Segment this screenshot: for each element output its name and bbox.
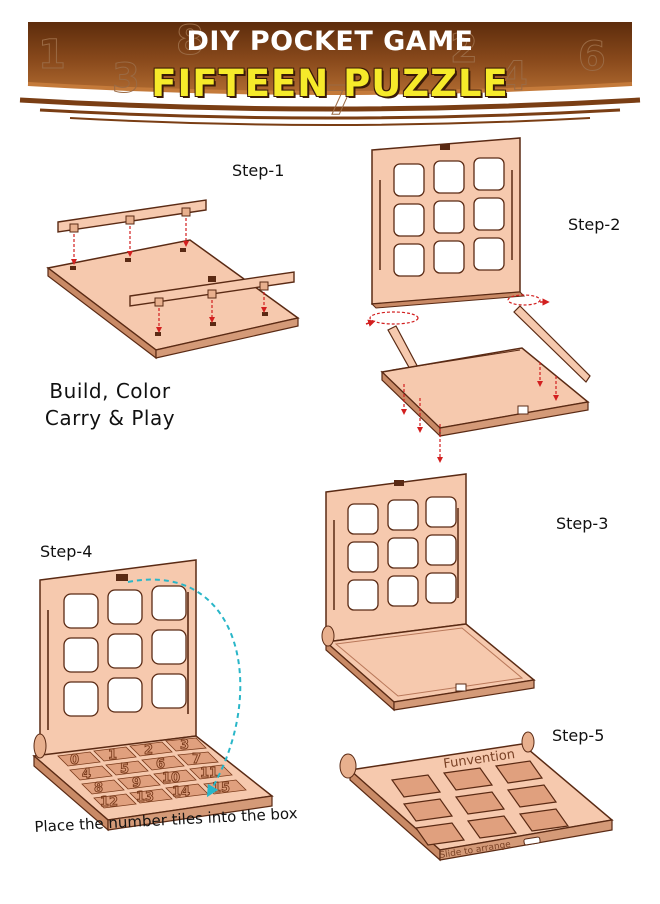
step5-windows (390, 760, 570, 846)
step4-tile-windows (63, 585, 187, 717)
svg-text:4: 4 (82, 767, 91, 782)
step2-illustration (365, 137, 591, 463)
number-tile: 0 (57, 751, 101, 768)
number-tile: 8 (81, 779, 125, 796)
number-tile: 13 (129, 788, 173, 805)
step3-label: Step-3 (556, 514, 609, 533)
number-tile: 1 (93, 746, 137, 763)
header-bg-digit: 1 (38, 32, 66, 78)
step3-tile-windows (347, 496, 457, 611)
header-bg-digit: 3 (112, 56, 140, 102)
number-tile: 14 (165, 783, 209, 800)
svg-text:9: 9 (132, 776, 141, 791)
svg-text:0: 0 (70, 753, 79, 768)
step1-label: Step-1 (232, 161, 285, 180)
svg-text:5: 5 (120, 762, 129, 777)
svg-text:12: 12 (100, 795, 118, 810)
svg-text:14: 14 (172, 785, 190, 800)
number-tile: 2 (129, 741, 173, 758)
header-bg-digit: 6 (578, 34, 606, 80)
step3-illustration (321, 473, 536, 712)
number-tile: 9 (117, 774, 161, 791)
number-tile: 4 (69, 765, 113, 782)
tagline: Build, Color Carry & Play (20, 378, 200, 432)
svg-text:10: 10 (162, 771, 180, 786)
number-tile: 3 (165, 738, 207, 753)
step2-tile-windows (393, 157, 505, 277)
svg-text:3: 3 (180, 738, 189, 753)
step4-label: Step-4 (40, 542, 93, 561)
step4-illustration: 0 1 2 3 4 5 6 7 8 9 10 11 12 13 14 15 (32, 559, 274, 832)
step2-label: Step-2 (568, 215, 621, 234)
tagline-line2: Carry & Play (44, 406, 176, 430)
header-title-line1: DIY POCKET GAME (186, 26, 474, 57)
svg-text:6: 6 (156, 757, 165, 772)
step5-illustration: Funvention Slide to arrange (339, 731, 614, 862)
header-bg-digit: 7 (326, 78, 354, 124)
number-tile: 6 (141, 755, 185, 772)
svg-text:1: 1 (108, 748, 117, 763)
number-tile: 12 (93, 793, 137, 810)
svg-text:7: 7 (192, 752, 201, 767)
header-bg-digit: 2 (450, 26, 478, 72)
step1-illustration (46, 199, 300, 360)
number-tile: 7 (177, 752, 219, 767)
header-title-line2: FIFTEEN PUZZLE (151, 62, 509, 105)
svg-text:11: 11 (200, 766, 218, 781)
header-banner: 1 3 8 7 2 4 6 (19, 18, 641, 126)
header-bg-digit: 4 (500, 54, 528, 100)
svg-text:8: 8 (94, 781, 103, 796)
tagline-line1: Build, Color (49, 379, 171, 403)
header-bg-digit: 8 (176, 18, 204, 64)
step5-label: Step-5 (552, 726, 605, 745)
svg-text:2: 2 (144, 743, 153, 758)
number-tile: 10 (153, 769, 197, 786)
number-tile: 5 (105, 760, 149, 777)
svg-text:13: 13 (136, 790, 154, 805)
